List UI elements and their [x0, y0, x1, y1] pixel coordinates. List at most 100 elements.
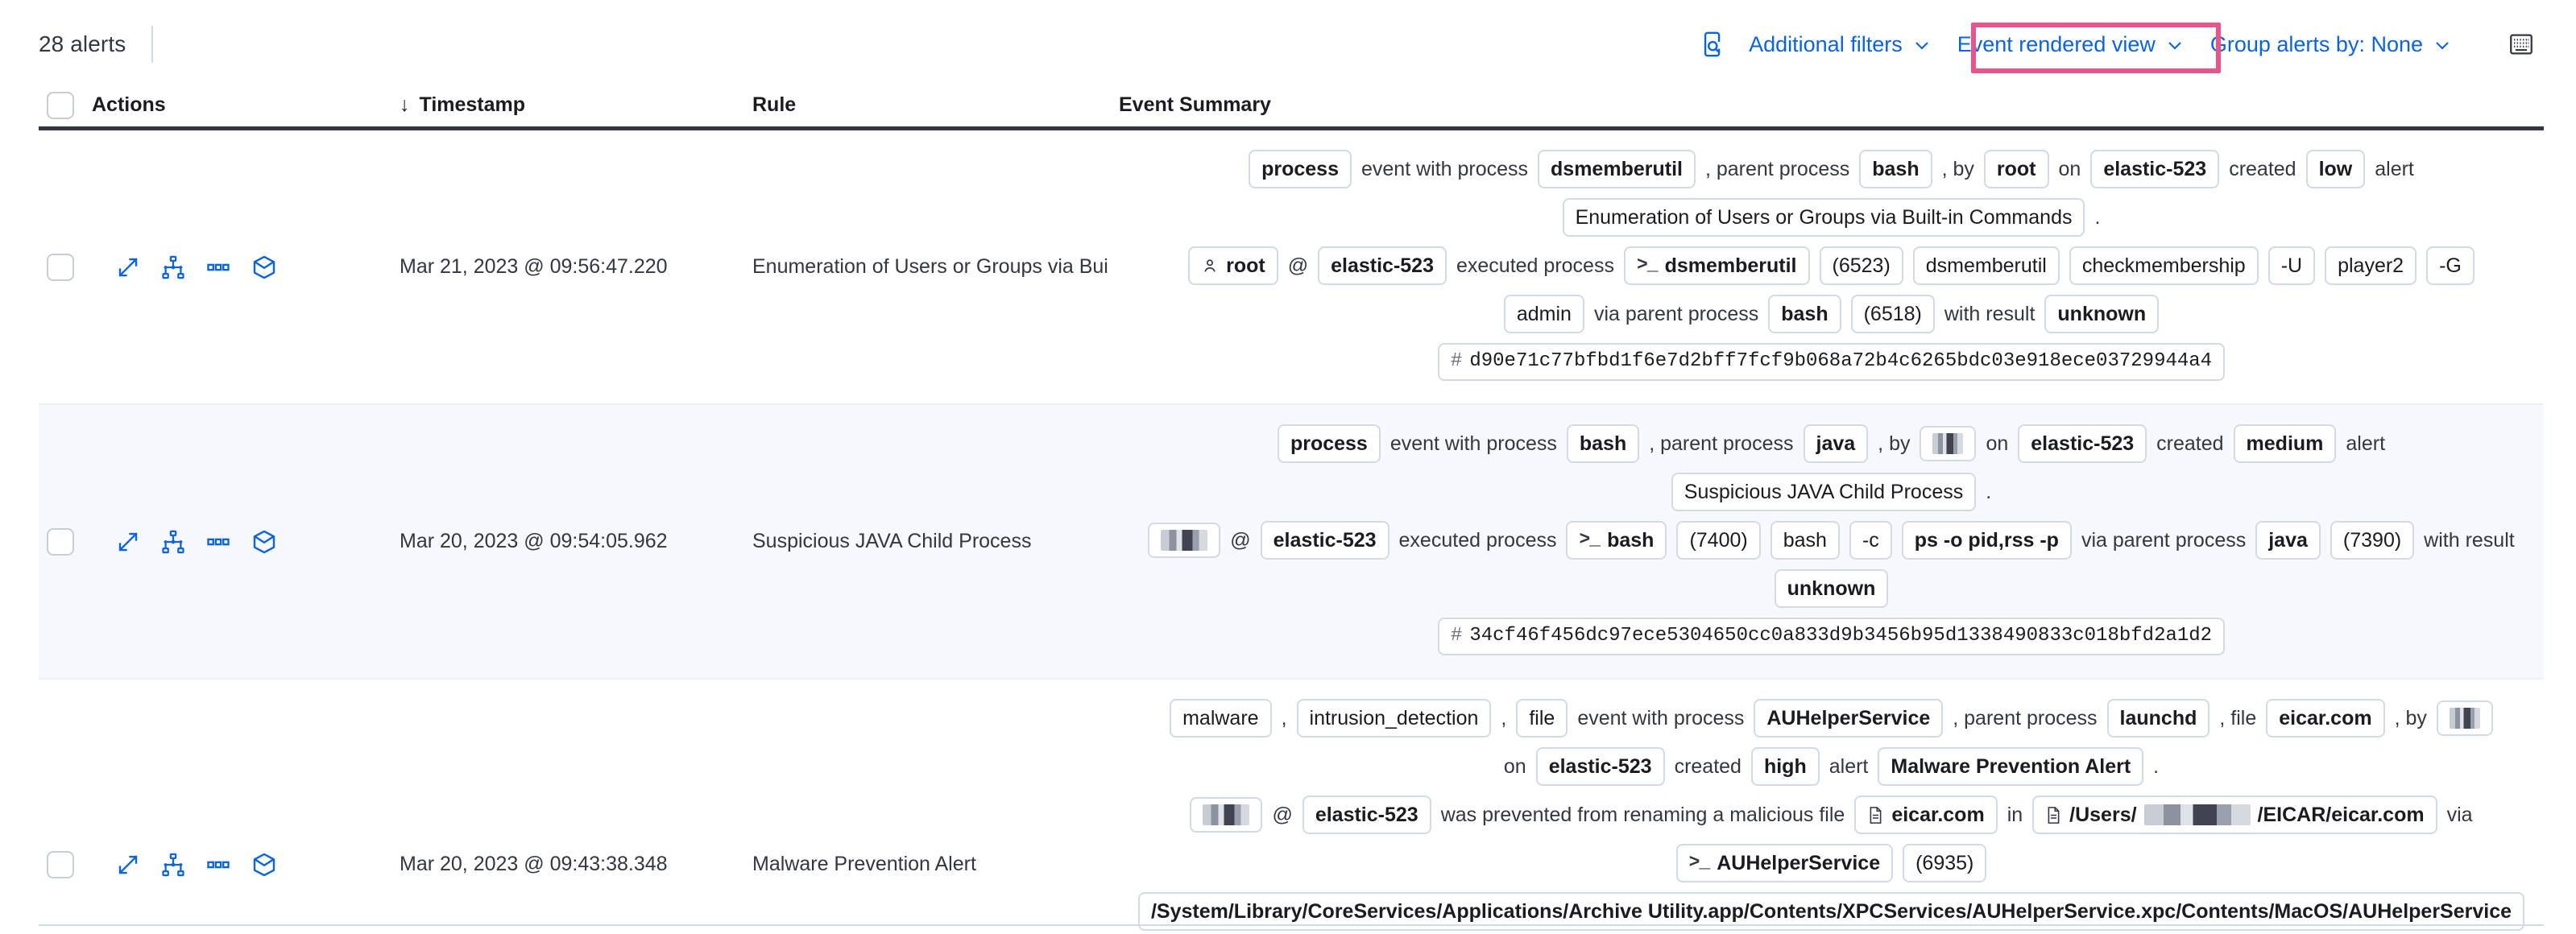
event-field-chip[interactable]: (7390) [2330, 521, 2415, 560]
event-field-chip[interactable]: elastic-523 [1260, 521, 1389, 560]
event-field-chip[interactable]: dsmemberutil [1538, 150, 1696, 188]
row-rule-name[interactable]: Malware Prevention Alert [752, 853, 976, 875]
more-actions-icon[interactable] [206, 853, 230, 877]
summary-text: created [1674, 755, 1741, 778]
more-actions-icon[interactable] [206, 255, 230, 279]
event-rendered-view-button[interactable]: Event rendered view [1944, 24, 2197, 65]
event-field-chip[interactable]: process [1249, 150, 1352, 188]
session-view-icon[interactable] [251, 529, 277, 555]
event-field-chip[interactable]: bash [1859, 150, 1932, 188]
session-view-icon[interactable] [251, 254, 277, 280]
event-field-chip[interactable]: bash [1770, 521, 1840, 560]
event-hash-chip[interactable]: #34cf46f456dc97ece5304650cc0a833d9b3456b… [1437, 618, 2226, 655]
event-field-chip[interactable]: java [1803, 424, 1869, 463]
analyze-event-icon[interactable] [161, 255, 185, 279]
chip-label: low [2318, 158, 2353, 180]
event-field-chip[interactable]: elastic-523 [1318, 246, 1447, 285]
event-field-chip[interactable]: eicar.com [2266, 699, 2385, 738]
summary-text: with result [2424, 529, 2515, 552]
hash-symbol: # [1450, 625, 1463, 647]
event-field-chip[interactable]: elastic-523 [2018, 424, 2147, 463]
summary-text: . [2153, 755, 2160, 778]
event-field-chip[interactable]: unknown [2044, 295, 2160, 333]
expand-icon[interactable] [116, 853, 140, 877]
event-field-chip[interactable]: bash [1768, 295, 1841, 333]
expand-icon[interactable] [116, 255, 140, 279]
group-alerts-by-button[interactable]: Group alerts by: None [2197, 24, 2465, 65]
event-field-chip[interactable]: eicar.com [1854, 796, 1998, 834]
event-field-chip[interactable]: unknown [1774, 569, 1889, 608]
inspect-icon[interactable] [1691, 22, 1736, 67]
column-header-actions[interactable]: Actions [92, 93, 400, 117]
row-select-checkbox[interactable] [47, 253, 74, 281]
summary-text: , [1501, 707, 1507, 729]
event-field-chip[interactable]: -G [2426, 246, 2475, 285]
event-field-chip[interactable]: Malware Prevention Alert [1878, 747, 2144, 786]
more-actions-icon[interactable] [206, 530, 230, 554]
event-field-chip[interactable]: ps -o pid,rss -p [1901, 521, 2072, 560]
event-field-chip[interactable]: >_bash [1566, 521, 1667, 560]
event-field-chip[interactable]: root [1188, 246, 1278, 285]
row-select-checkbox[interactable] [47, 527, 74, 556]
event-field-chip[interactable]: intrusion_detection [1296, 699, 1492, 738]
event-field-chip[interactable] [2436, 700, 2493, 736]
event-field-chip[interactable]: launchd [2106, 699, 2210, 738]
event-field-chip[interactable]: elastic-523 [1302, 796, 1431, 834]
summary-text: via [2446, 804, 2473, 826]
event-field-chip[interactable]: malware [1170, 699, 1272, 738]
chip-label: root [1996, 158, 2036, 180]
event-field-chip[interactable]: java [2255, 521, 2321, 560]
chip-label: elastic-523 [1331, 254, 1434, 277]
event-field-chip[interactable]: (7400) [1676, 521, 1761, 560]
session-view-icon[interactable] [251, 852, 277, 878]
event-field-chip[interactable]: Suspicious JAVA Child Process [1671, 473, 1977, 511]
event-field-chip[interactable]: admin [1503, 295, 1584, 333]
event-field-chip[interactable]: file [1516, 699, 1568, 738]
fields-browser-icon[interactable] [2499, 22, 2544, 67]
event-field-chip[interactable]: Enumeration of Users or Groups via Built… [1562, 198, 2085, 237]
analyze-event-icon[interactable] [161, 853, 185, 877]
event-field-chip[interactable]: elastic-523 [2090, 150, 2220, 188]
row-rule-name[interactable]: Enumeration of Users or Groups via Bui [752, 255, 1108, 278]
event-field-chip[interactable]: medium [2233, 424, 2337, 463]
column-header-timestamp[interactable]: ↓ Timestamp [400, 93, 752, 117]
analyze-event-icon[interactable] [161, 530, 185, 554]
event-field-chip[interactable]: (6523) [1819, 246, 1903, 285]
chip-label: launchd [2119, 707, 2197, 729]
event-field-chip[interactable]: dsmemberutil [1912, 246, 2060, 285]
event-field-chip[interactable]: checkmembership [2069, 246, 2259, 285]
expand-icon[interactable] [116, 530, 140, 554]
event-field-chip[interactable]: (6518) [1850, 295, 1935, 333]
row-rule-name[interactable]: Suspicious JAVA Child Process [752, 530, 1032, 552]
event-field-chip[interactable]: root [1983, 150, 2049, 188]
event-field-chip[interactable]: -U [2267, 246, 2316, 285]
event-field-chip[interactable] [1190, 797, 1263, 833]
summary-text: , by [1878, 432, 1911, 455]
event-field-chip[interactable]: (6935) [1903, 844, 1987, 882]
event-field-chip[interactable]: bash [1566, 424, 1640, 463]
event-field-chip[interactable] [1148, 523, 1221, 558]
event-field-chip[interactable]: process [1277, 424, 1381, 463]
summary-text: , file [2219, 707, 2257, 729]
event-field-chip[interactable]: AUHelperService [1754, 699, 1944, 738]
event-field-chip[interactable]: >_dsmemberutil [1623, 246, 1810, 285]
event-hash-chip[interactable]: #d90e71c77bfbd1f6e7d2bff7fcf9b068a72b4c6… [1437, 343, 2226, 381]
event-field-chip[interactable]: low [2305, 150, 2366, 188]
select-all-checkbox[interactable] [47, 91, 74, 119]
event-field-chip[interactable]: -c [1849, 521, 1892, 560]
column-header-event-summary[interactable]: Event Summary [1119, 93, 2544, 117]
row-select-checkbox[interactable] [47, 850, 74, 878]
event-field-chip[interactable]: elastic-523 [1535, 747, 1665, 786]
event-field-chip[interactable]: player2 [2325, 246, 2417, 285]
event-field-chip[interactable]: >_AUHelperService [1675, 844, 1894, 882]
additional-filters-button[interactable]: Additional filters [1736, 24, 1944, 65]
event-field-chip[interactable] [1920, 426, 1977, 461]
event-field-chip[interactable]: high [1750, 747, 1820, 786]
column-header-rule[interactable]: Rule [752, 93, 1119, 117]
chip-label: java [2268, 529, 2308, 552]
event-field-chip[interactable]: /Users//EICAR/eicar.com [2032, 796, 2437, 834]
